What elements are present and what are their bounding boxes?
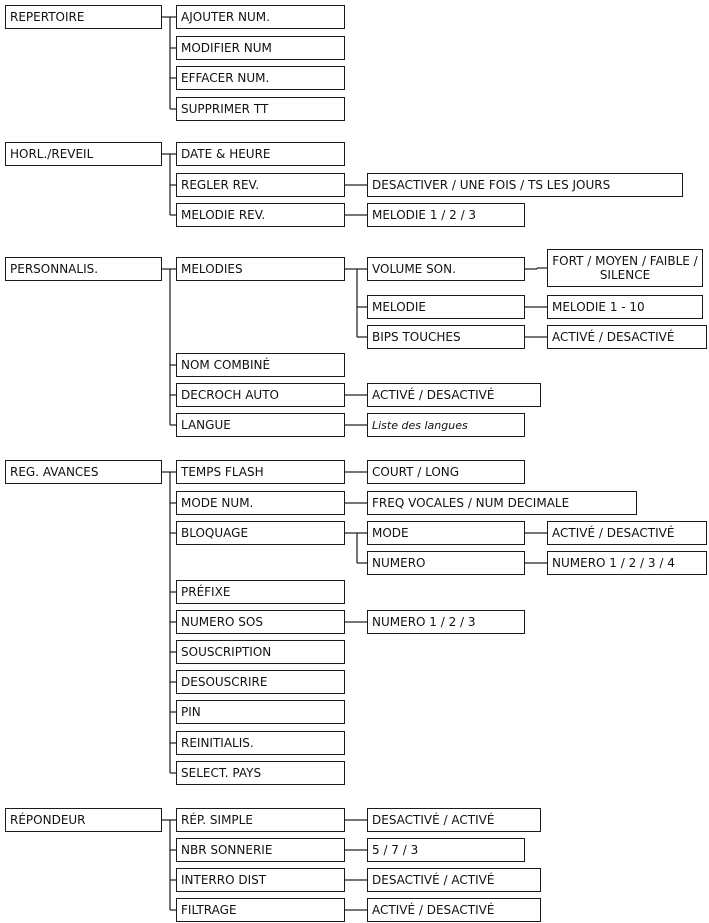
node-reinitialis: REINITIALIS. [176,731,345,755]
node-numero: NUMERO [367,551,525,575]
node-numero-options: NUMERO 1 / 2 / 3 / 4 [547,551,707,575]
node-modifier-num: MODIFIER NUM [176,36,345,60]
node-temps-flash: TEMPS FLASH [176,460,345,484]
node-melodie-options: MELODIE 1 - 10 [547,295,703,319]
node-bloquage: BLOQUAGE [176,521,345,545]
node-volume-son: VOLUME SON. [367,257,525,281]
node-decroch-auto: DECROCH AUTO [176,383,345,407]
node-melodie-rev-options: MELODIE 1 / 2 / 3 [367,203,525,227]
node-mode-num-options: FREQ VOCALES / NUM DECIMALE [367,491,637,515]
node-personnalis: PERSONNALIS. [5,257,162,281]
node-souscription: SOUSCRIPTION [176,640,345,664]
node-repertoire: REPERTOIRE [5,5,162,29]
node-date-heure: DATE & HEURE [176,142,345,166]
node-regler-rev-options: DESACTIVER / UNE FOIS / TS LES JOURS [367,173,683,197]
node-mode-options: ACTIVÉ / DESACTIVÉ [547,521,707,545]
node-bips-touches: BIPS TOUCHES [367,325,525,349]
node-effacer-num: EFFACER NUM. [176,66,345,90]
node-melodies: MELODIES [176,257,345,281]
node-melodie-rev: MELODIE REV. [176,203,345,227]
node-melodie: MELODIE [367,295,525,319]
node-interro-dist: INTERRO DIST [176,868,345,892]
node-select-pays: SELECT. PAYS [176,761,345,785]
node-rep-simple: RÉP. SIMPLE [176,808,345,832]
node-nbr-sonnerie-options: 5 / 7 / 3 [367,838,525,862]
node-langue-options: Liste des langues [367,413,525,437]
node-mode-num: MODE NUM. [176,491,345,515]
node-reg-avances: REG. AVANCES [5,460,162,484]
node-volume-son-options: FORT / MOYEN / FAIBLE / SILENCE [547,249,703,287]
node-horl-reveil: HORL./REVEIL [5,142,162,166]
node-bips-touches-options: ACTIVÉ / DESACTIVÉ [547,325,707,349]
node-decroch-auto-options: ACTIVÉ / DESACTIVÉ [367,383,541,407]
node-nbr-sonnerie: NBR SONNERIE [176,838,345,862]
node-langue: LANGUE [176,413,345,437]
node-filtrage: FILTRAGE [176,898,345,922]
node-desouscrire: DESOUSCRIRE [176,670,345,694]
node-prefixe: PRÉFIXE [176,580,345,604]
node-mode: MODE [367,521,525,545]
node-temps-flash-options: COURT / LONG [367,460,525,484]
node-numero-sos: NUMERO SOS [176,610,345,634]
node-repondeur: RÉPONDEUR [5,808,162,832]
node-supprimer-tt: SUPPRIMER TT [176,97,345,121]
node-interro-dist-options: DESACTIVÉ / ACTIVÉ [367,868,541,892]
node-filtrage-options: ACTIVÉ / DESACTIVÉ [367,898,541,922]
node-nom-combine: NOM COMBINÉ [176,353,345,377]
node-pin: PIN [176,700,345,724]
node-regler-rev: REGLER REV. [176,173,345,197]
node-numero-sos-options: NUMERO 1 / 2 / 3 [367,610,525,634]
node-rep-simple-options: DESACTIVÉ / ACTIVÉ [367,808,541,832]
node-ajouter-num: AJOUTER NUM. [176,5,345,29]
